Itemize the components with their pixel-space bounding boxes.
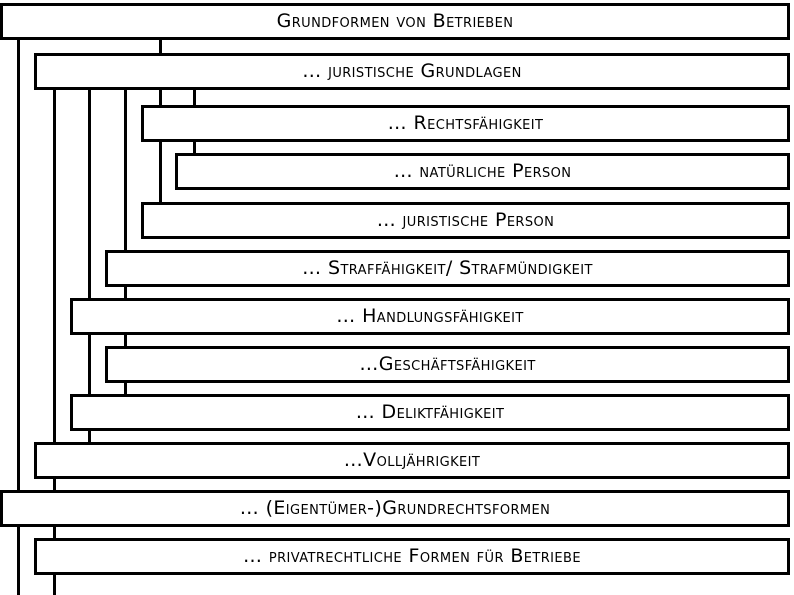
node-label: … (Eigentümer-)Grundrechtsformen (239, 496, 551, 519)
node-label: … Straffähigkeit/ Strafmündigkeit (302, 256, 593, 279)
node-box-n2[interactable]: … Rechtsfähigkeit (141, 105, 790, 142)
connector-line-vertical (159, 90, 162, 205)
node-box-n5[interactable]: … Straffähigkeit/ Strafmündigkeit (105, 250, 790, 287)
node-label: … Rechtsfähigkeit (387, 111, 544, 134)
node-label: … juristische Person (376, 208, 555, 231)
connector-line-vertical (53, 90, 56, 595)
node-box-n6[interactable]: … Handlungsfähigkeit (70, 298, 790, 335)
node-label: … Handlungsfähigkeit (336, 304, 524, 327)
node-label: … privatrechtliche Formen für Betriebe (243, 544, 581, 567)
connector-line-vertical (88, 90, 91, 444)
node-box-n1[interactable]: … juristische Grundlagen (34, 53, 790, 90)
node-label: Grundformen von Betrieben (276, 9, 514, 32)
node-box-n9[interactable]: …Volljährigkeit (34, 442, 790, 479)
connector-line-vertical (124, 90, 127, 300)
node-box-n11[interactable]: … privatrechtliche Formen für Betriebe (34, 538, 790, 575)
node-box-n3[interactable]: … natürliche Person (175, 153, 790, 190)
node-label: …Volljährigkeit (343, 448, 481, 471)
node-label: … juristische Grundlagen (302, 59, 522, 82)
node-box-n7[interactable]: …Geschäftsfähigkeit (105, 346, 790, 383)
node-box-n0[interactable]: Grundformen von Betrieben (0, 3, 790, 40)
connector-line-vertical (17, 527, 20, 595)
node-box-n4[interactable]: … juristische Person (141, 202, 790, 239)
node-box-n10[interactable]: … (Eigentümer-)Grundrechtsformen (0, 490, 790, 527)
connector-line-vertical (159, 40, 162, 55)
node-label: … natürliche Person (393, 159, 572, 182)
node-box-n8[interactable]: … Deliktfähigkeit (70, 394, 790, 431)
node-label: …Geschäftsfähigkeit (359, 352, 536, 375)
node-label: … Deliktfähigkeit (355, 400, 505, 423)
connector-line-vertical (17, 40, 20, 595)
